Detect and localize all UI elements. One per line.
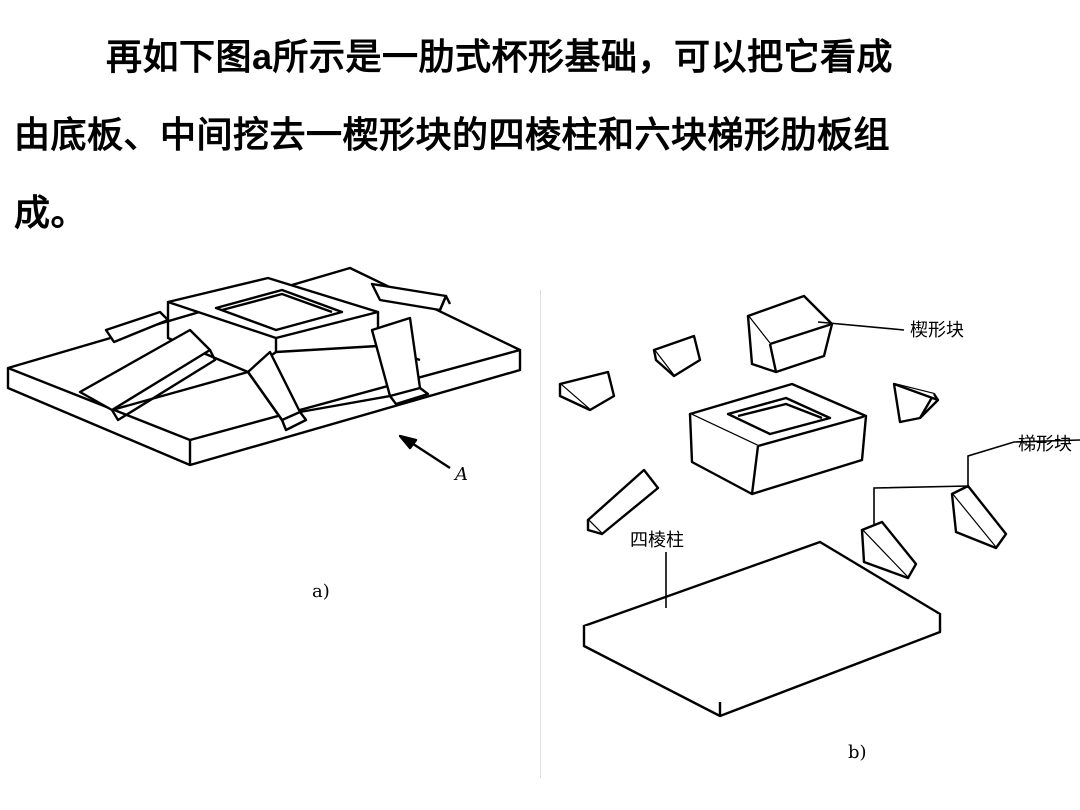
text-part: 所示是一肋式杯形基础，可以把它看成 <box>272 37 894 78</box>
wedge-block <box>746 294 834 374</box>
rib-block <box>950 484 1008 550</box>
paragraph-line-2: 由底板、中间挖去一楔形块的四棱柱和六块梯形肋板组 <box>14 115 891 156</box>
text-figure-ref: a <box>252 36 273 77</box>
rib-block <box>892 382 940 424</box>
rib-block <box>860 520 918 580</box>
figure-b-caption: b) <box>848 742 867 763</box>
base-plate <box>582 540 942 718</box>
paragraph-line-3: 成。 <box>14 193 88 234</box>
label-wedge-block: 楔形块 <box>910 320 964 341</box>
label-trapezoid-block: 梯形块 <box>1018 434 1072 455</box>
figure-b-exploded-parts: 楔形块 梯形块 四棱柱 b) <box>558 294 1080 763</box>
label-quadrangular-prism: 四棱柱 <box>630 530 684 551</box>
figure-a-assembled-foundation: A a) <box>6 266 522 602</box>
rib-block <box>558 370 616 412</box>
paragraph-line-1: 再如下图a所示是一肋式杯形基础，可以把它看成 <box>106 28 1080 80</box>
rib-block <box>652 334 702 378</box>
rib-block <box>586 468 660 536</box>
arrow-label-a: A <box>453 464 468 485</box>
figure-divider <box>540 290 541 778</box>
prism-with-hole <box>688 382 868 496</box>
figure-a-caption: a) <box>312 581 330 602</box>
text-part: 再如下图 <box>106 37 253 78</box>
